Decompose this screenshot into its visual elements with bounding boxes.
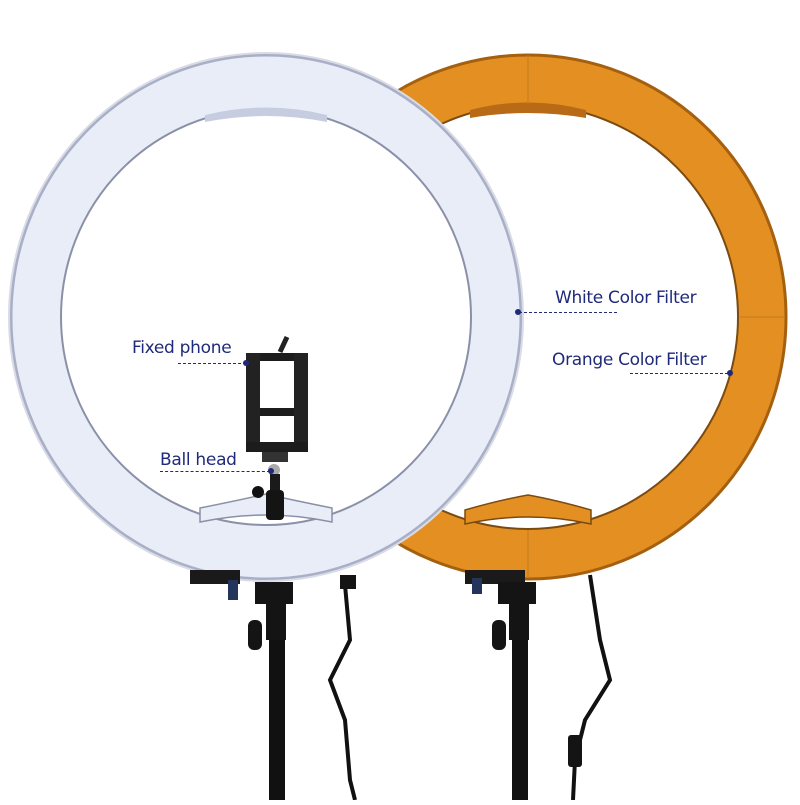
- leader-ball-head: [160, 471, 270, 472]
- dot-fixed-phone: [243, 360, 249, 366]
- dot-orange-filter: [727, 370, 733, 376]
- label-orange-filter: Orange Color Filter: [552, 350, 707, 370]
- label-ball-head: Ball head: [160, 450, 237, 470]
- dot-ball-head: [268, 468, 274, 474]
- left-stand: [190, 570, 357, 801]
- label-white-filter: White Color Filter: [555, 288, 697, 308]
- leader-fixed-phone: [178, 363, 246, 364]
- leader-orange-filter: [630, 373, 728, 374]
- leader-white-filter: [519, 312, 617, 313]
- ball-head: [252, 464, 284, 520]
- right-stand: [465, 570, 613, 801]
- phone-holder: [246, 335, 308, 462]
- label-fixed-phone: Fixed phone: [132, 338, 232, 358]
- dot-white-filter: [515, 309, 521, 315]
